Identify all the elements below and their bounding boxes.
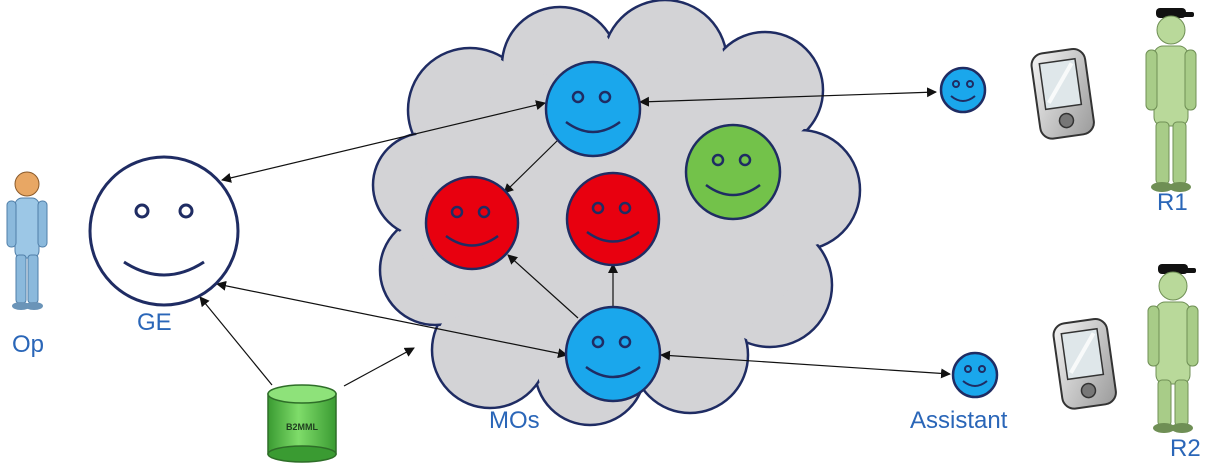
resource-person-icon bbox=[1145, 8, 1197, 192]
operator-person-icon bbox=[6, 171, 48, 310]
arrow-db-cloud bbox=[343, 347, 415, 387]
ge-label: GE bbox=[137, 309, 172, 336]
op-label: Op bbox=[12, 331, 44, 358]
assistant-r1-icon bbox=[939, 66, 987, 114]
ge-smiley-icon bbox=[88, 155, 240, 307]
assistant-r2-icon bbox=[951, 351, 999, 399]
mo-red-left-icon bbox=[424, 175, 520, 271]
mos-label: MOs bbox=[489, 407, 540, 434]
mo-blue-top-icon bbox=[544, 60, 642, 158]
mo-blue-bottom-icon bbox=[564, 305, 662, 403]
arrow-mo-bottom-left-red bbox=[507, 254, 579, 319]
assistant-label: Assistant bbox=[910, 407, 1008, 434]
connections bbox=[199, 87, 951, 387]
pda-device-icon bbox=[1030, 48, 1095, 140]
resource-person-icon-2 bbox=[1147, 264, 1199, 433]
arrow-ge-mo-bottom bbox=[216, 280, 568, 359]
arrow-ge-mo-top bbox=[221, 100, 546, 183]
pda-device-icon-2 bbox=[1052, 318, 1117, 410]
r1-label: R1 bbox=[1157, 189, 1188, 216]
mo-red-right-icon bbox=[565, 171, 661, 267]
arrow-db-ge bbox=[199, 296, 273, 386]
db-label: B2MML bbox=[286, 422, 318, 432]
arrow-mo-bottom-assistant bbox=[660, 350, 951, 379]
mo-green-icon bbox=[684, 123, 782, 221]
b2mml-database-icon: B2MML bbox=[267, 384, 337, 463]
r2-label: R2 bbox=[1170, 435, 1201, 462]
arrow-mo-top-left-red bbox=[503, 139, 559, 194]
arrow-mo-top-assistant-r1 bbox=[639, 87, 937, 107]
